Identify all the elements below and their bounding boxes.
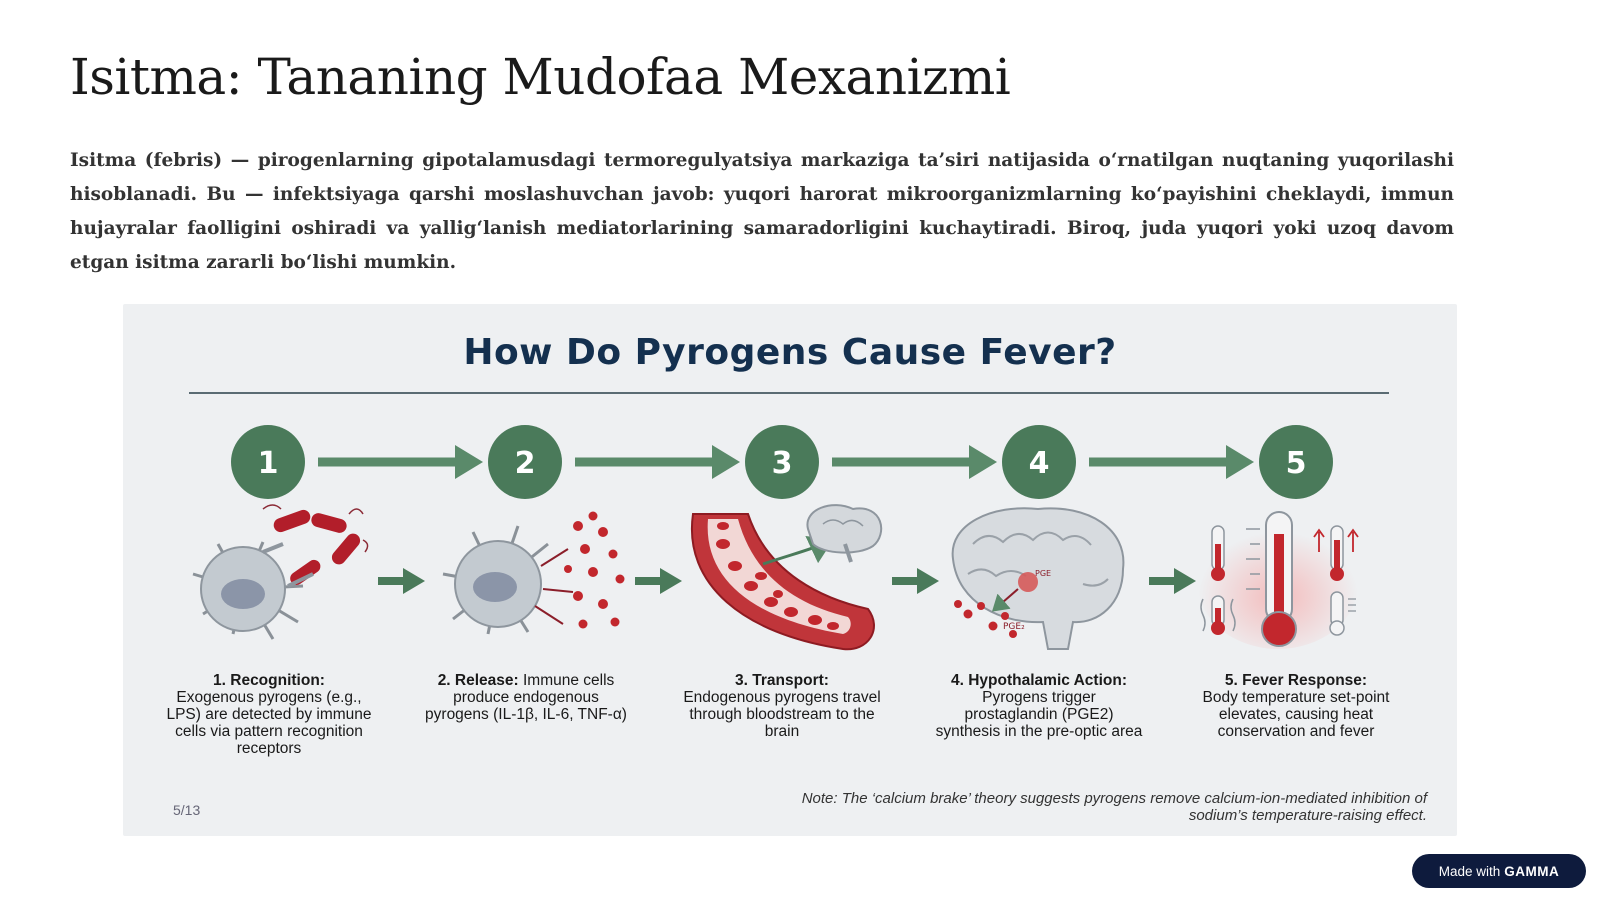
- figure-title: How Do Pyrogens Cause Fever?: [463, 332, 1117, 373]
- step-circle-5: [1259, 425, 1333, 499]
- step-number-1: 1: [258, 446, 279, 481]
- step-label-1: 1. Recognition: Exogenous pyrogens (e.g.…: [164, 672, 374, 757]
- step-text-4: Pyrogens trigger prostaglandin (PGE2) sy…: [935, 689, 1143, 740]
- immune-cell-bacteria-icon: [192, 504, 369, 640]
- figure-note: Note: The ‘calcium brake’ theory suggest…: [801, 790, 1427, 824]
- step-text-3: Endogenous pyrogens travel through blood…: [683, 689, 881, 740]
- pge-label-a: PGE: [1035, 569, 1051, 578]
- badge-prefix: Made with: [1438, 863, 1501, 879]
- step-heading-3: 3. Transport:: [735, 672, 829, 689]
- blood-vessel-icon: [690, 504, 883, 651]
- thermometer-icon: [1198, 511, 1359, 649]
- illustration-arrows: [378, 568, 1196, 594]
- step-label-3: 3. Transport: Endogenous pyrogens travel…: [677, 672, 887, 740]
- step-number-5: 5: [1286, 446, 1307, 481]
- figure-illustration: 1 2 3 4 5: [192, 425, 1359, 651]
- step-label-5: 5. Fever Response: Body temperature set-…: [1191, 672, 1401, 740]
- pge-label-b: PGE₂: [1003, 622, 1025, 632]
- brain-hypothalamus-icon: PGE PGE₂: [951, 507, 1125, 650]
- step-label-2: 2. Release: Immune cells produce endogen…: [421, 672, 631, 723]
- step-number-3: 3: [772, 446, 793, 481]
- step-heading-5: 5. Fever Response:: [1224, 672, 1368, 689]
- intro-paragraph: Isitma (febris) — pirogenlarning gipotal…: [70, 150, 1454, 273]
- page-title: Isitma: Tananing Mudofaa Mexanizmi: [70, 48, 1011, 106]
- step-label-4: 4. Hypothalamic Action: Pyrogens trigger…: [934, 672, 1144, 740]
- step-number-4: 4: [1029, 446, 1050, 481]
- step-heading-1: 1. Recognition:: [213, 672, 325, 689]
- step-circle-2: [488, 425, 562, 499]
- step-text-2: Immune cells produce endogenous pyrogens…: [425, 672, 627, 723]
- step-circle-1: [231, 425, 305, 499]
- figure-title-rule: [189, 392, 1389, 394]
- figure-page-number: 5/13: [173, 802, 201, 818]
- step-text-1: Exogenous pyrogens (e.g., LPS) are detec…: [166, 689, 372, 757]
- cytokine-release-icon: [442, 511, 625, 635]
- pyrogen-fever-figure: How Do Pyrogens Cause Fever? 1 2 3 4 5: [123, 304, 1457, 836]
- step-circle-4: [1002, 425, 1076, 499]
- step-number-row: 1 2 3 4 5: [231, 425, 1333, 499]
- step-heading-4: 4. Hypothalamic Action:: [951, 672, 1127, 689]
- step-circle-3: [745, 425, 819, 499]
- made-with-gamma-badge[interactable]: Made with GAMMA: [1412, 854, 1586, 888]
- step-text-5: Body temperature set-point elevates, cau…: [1202, 689, 1390, 740]
- step-number-2: 2: [515, 446, 536, 481]
- badge-brand: GAMMA: [1504, 863, 1560, 879]
- step-heading-2: 2. Release:: [437, 672, 519, 689]
